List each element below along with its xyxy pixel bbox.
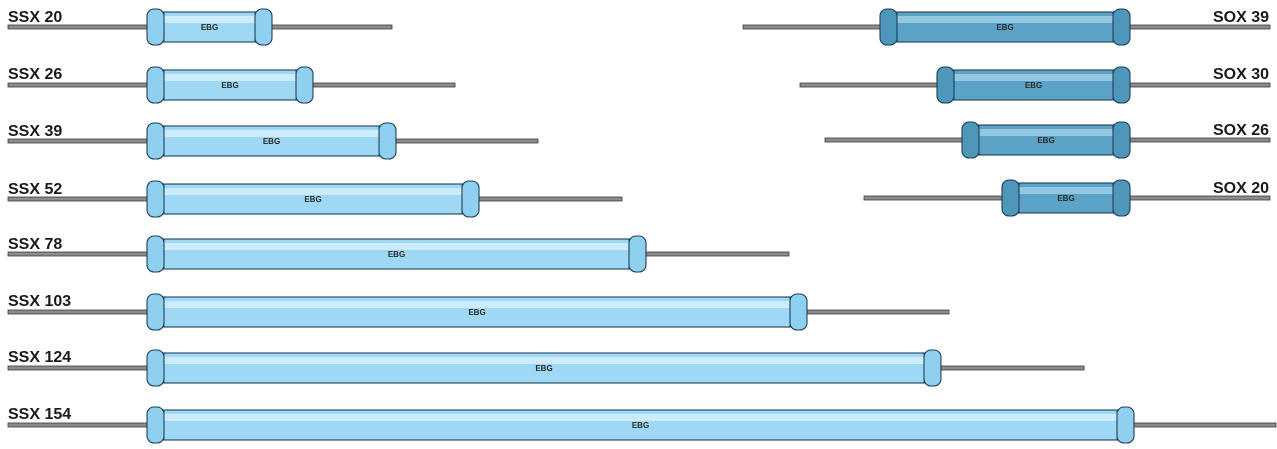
ssx-resistor-4: EBG [7, 235, 790, 273]
body-highlight [1019, 187, 1113, 194]
body-highlight [164, 301, 790, 308]
body-marking: EBG [632, 421, 649, 430]
label-ssx-124: SSX 124 [8, 349, 72, 366]
body-highlight [164, 188, 462, 195]
end-cap-left [146, 122, 165, 160]
label-sox-20: SOX 20 [1212, 180, 1269, 197]
end-cap-right [1112, 179, 1131, 217]
label-ssx-26: SSX 26 [8, 66, 63, 83]
ssx-resistor-7: EBG [7, 406, 1277, 444]
end-cap-right [378, 122, 397, 160]
body-marking: EBG [996, 23, 1013, 32]
end-cap-left [146, 349, 165, 387]
body-highlight [897, 16, 1113, 23]
sox-resistor-2: EBG [824, 121, 1271, 159]
label-ssx-154: SSX 154 [8, 406, 72, 423]
end-cap-left [146, 8, 165, 46]
label-sox-30: SOX 30 [1212, 66, 1269, 83]
body-marking: EBG [201, 23, 218, 32]
body-marking: EBG [221, 81, 238, 90]
body-marking: EBG [1025, 81, 1042, 90]
end-cap-right [789, 293, 808, 331]
end-cap-right [923, 349, 942, 387]
end-cap-right [1112, 121, 1131, 159]
body-highlight [164, 16, 255, 23]
end-cap-right [1112, 8, 1131, 46]
label-ssx-52: SSX 52 [8, 181, 63, 198]
body-highlight [979, 129, 1113, 136]
body-highlight [164, 74, 296, 81]
label-ssx-103: SSX 103 [8, 293, 72, 310]
ssx-resistor-5: EBG [7, 293, 950, 331]
sox-resistor-3: EBG [863, 179, 1271, 217]
end-cap-left [936, 66, 955, 104]
body-marking: EBG [388, 250, 405, 259]
body-marking: EBG [468, 308, 485, 317]
end-cap-left [146, 406, 165, 444]
label-ssx-20: SSX 20 [8, 9, 63, 26]
label-sox-26: SOX 26 [1212, 122, 1269, 139]
body-marking: EBG [263, 137, 280, 146]
body-highlight [954, 74, 1113, 81]
ssx-resistor-2: EBG [7, 122, 539, 160]
end-cap-right [1112, 66, 1131, 104]
end-cap-left [146, 293, 165, 331]
label-ssx-39: SSX 39 [8, 123, 63, 140]
end-cap-left [1001, 179, 1020, 217]
sox-resistor-1: EBG [799, 66, 1271, 104]
end-cap-right [461, 180, 480, 218]
body-highlight [164, 414, 1117, 421]
ssx-resistor-6: EBG [7, 349, 1085, 387]
label-ssx-78: SSX 78 [8, 236, 63, 253]
end-cap-right [254, 8, 273, 46]
body-highlight [164, 243, 629, 250]
end-cap-left [146, 180, 165, 218]
body-marking: EBG [304, 195, 321, 204]
sox-resistor-0: EBG [742, 8, 1271, 46]
ssx-resistor-3: EBG [7, 180, 623, 218]
end-cap-right [295, 66, 314, 104]
ssx-resistor-0: EBG [7, 8, 393, 46]
end-cap-right [1116, 406, 1135, 444]
body-marking: EBG [1037, 136, 1054, 145]
body-highlight [164, 357, 924, 364]
end-cap-left [146, 66, 165, 104]
body-marking: EBG [1057, 194, 1074, 203]
label-sox-39: SOX 39 [1212, 9, 1269, 26]
body-marking: EBG [535, 364, 552, 373]
end-cap-left [961, 121, 980, 159]
ssx-resistor-1: EBG [7, 66, 456, 104]
end-cap-left [146, 235, 165, 273]
body-highlight [164, 130, 379, 137]
end-cap-right [628, 235, 647, 273]
end-cap-left [879, 8, 898, 46]
